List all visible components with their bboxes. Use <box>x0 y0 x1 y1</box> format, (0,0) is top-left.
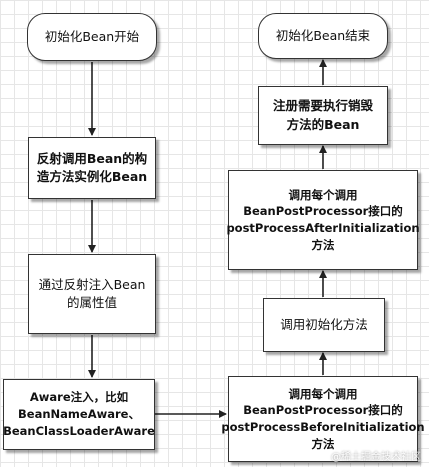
node-before-init-line-3: postProcessBeforeInitialization <box>221 420 425 434</box>
node-reflect-constructor-line-1: 反射调用Bean的构 <box>36 150 148 166</box>
node-start-label: 初始化Bean开始 <box>44 28 140 44</box>
node-after-init-line-2: BeanPostProcessor接口的 <box>243 204 403 219</box>
node-end: 初始化Bean结束 <box>258 13 388 59</box>
node-after-init-line-1: 调用每个调用 <box>288 187 358 202</box>
node-aware-inject-line-3: BeanClassLoaderAware <box>3 423 155 438</box>
node-register-destroy-line-1: 注册需要执行销毁 <box>272 98 373 114</box>
node-after-init-line-4: 方法 <box>311 237 335 252</box>
node-start: 初始化Bean开始 <box>27 13 157 61</box>
node-reflect-constructor: 反射调用Bean的构 造方法实例化Bean <box>28 137 156 199</box>
node-inject-properties: 通过反射注入Bean 的属性值 <box>28 254 156 334</box>
node-register-destroy: 注册需要执行销毁 方法的Bean <box>258 86 388 145</box>
node-aware-inject: Aware注入，比如 BeanNameAware、 BeanClassLoade… <box>3 379 155 450</box>
node-after-init-line-3: postProcessAfterInitialization <box>226 221 420 235</box>
node-inject-properties-line-1: 通过反射注入Bean <box>38 276 146 292</box>
node-init-method: 调用初始化方法 <box>263 298 385 352</box>
node-inject-properties-line-2: 的属性值 <box>66 295 117 310</box>
node-end-label: 初始化Bean结束 <box>275 27 371 43</box>
node-reflect-constructor-line-2: 造方法实例化Bean <box>36 169 148 184</box>
node-aware-inject-line-2: BeanNameAware、 <box>18 407 140 422</box>
node-register-destroy-line-2: 方法的Bean <box>286 116 360 132</box>
watermark: @稀土掘金技术社区 <box>331 452 421 463</box>
node-before-init-line-1: 调用每个调用 <box>288 386 358 401</box>
node-before-init: 调用每个调用 BeanPostProcessor接口的 postProcessB… <box>221 376 425 462</box>
node-after-init: 调用每个调用 BeanPostProcessor接口的 postProcessA… <box>226 170 420 270</box>
node-aware-inject-line-1: Aware注入，比如 <box>29 390 129 405</box>
node-before-init-line-2: BeanPostProcessor接口的 <box>243 403 403 418</box>
node-before-init-line-4: 方法 <box>311 436 335 451</box>
node-init-method-label: 调用初始化方法 <box>280 316 368 332</box>
